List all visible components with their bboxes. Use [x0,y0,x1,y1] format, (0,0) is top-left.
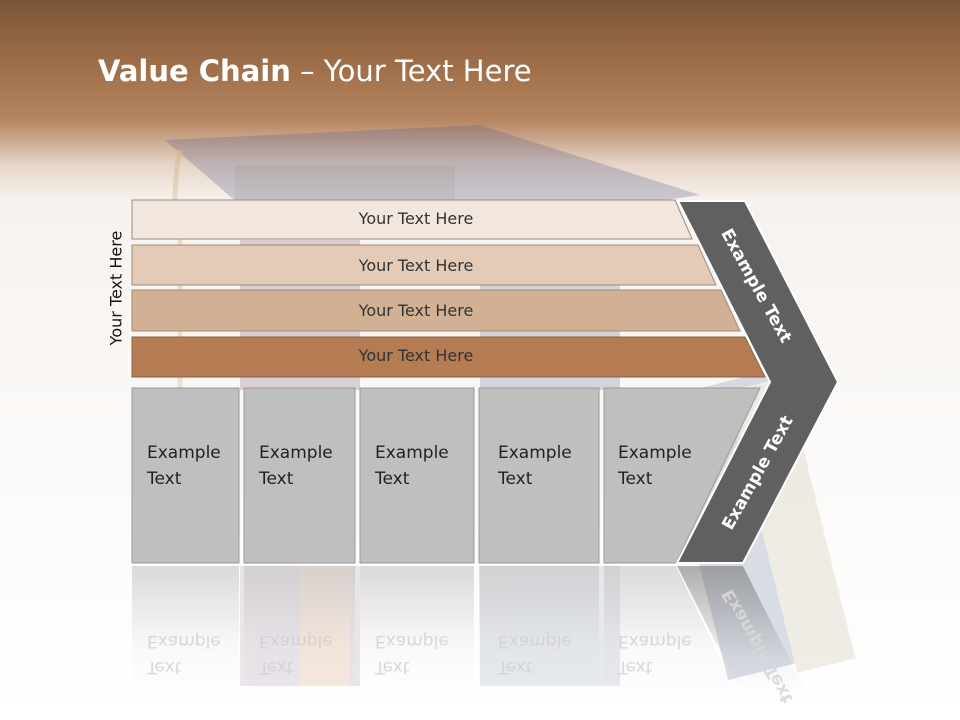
bar-4-label: Your Text Here [358,346,474,365]
slide-title: Value Chain – Your Text Here [98,54,532,88]
bar-2-label: Your Text Here [358,256,474,275]
cell-2 [243,387,356,564]
bar-3 [131,289,741,332]
bar-1-label: Your Text Here [358,209,474,228]
bar-4 [131,336,766,378]
chevron-arrow [675,200,840,564]
cell-1 [131,387,240,564]
bar-3-label: Your Text Here [358,301,474,320]
cell-4 [478,387,600,564]
bar-1 [131,199,693,240]
bar-2 [131,244,717,286]
cell-3 [359,387,475,564]
